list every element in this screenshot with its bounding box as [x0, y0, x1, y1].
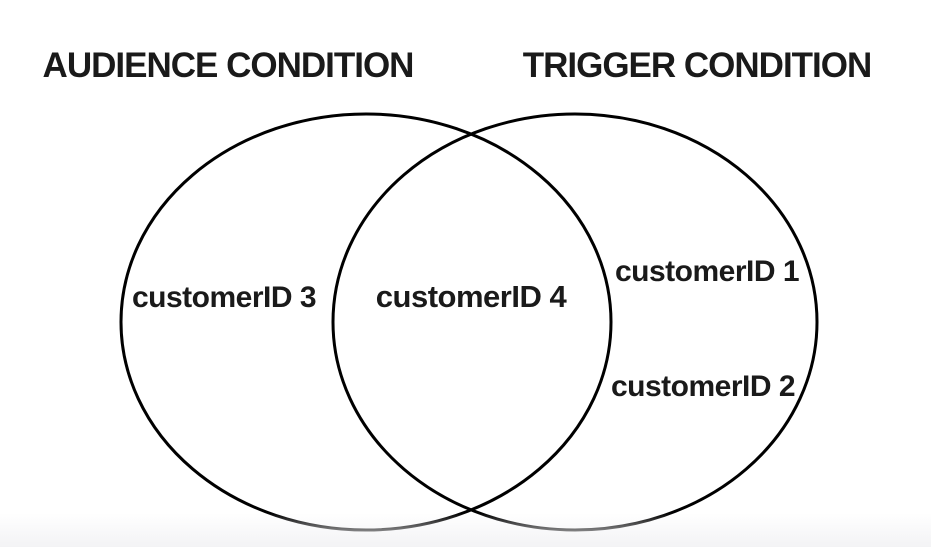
trigger-condition-title: TRIGGER CONDITION: [522, 46, 873, 85]
label-customer-id-1: customerID 1: [614, 255, 800, 288]
label-customer-id-2: customerID 2: [610, 370, 796, 403]
label-customer-id-3: customerID 3: [131, 281, 317, 314]
trigger-circle: [331, 112, 819, 532]
audience-condition-title: AUDIENCE CONDITION: [42, 46, 415, 85]
audience-circle: [119, 112, 613, 532]
label-customer-id-4: customerID 4: [375, 279, 567, 314]
